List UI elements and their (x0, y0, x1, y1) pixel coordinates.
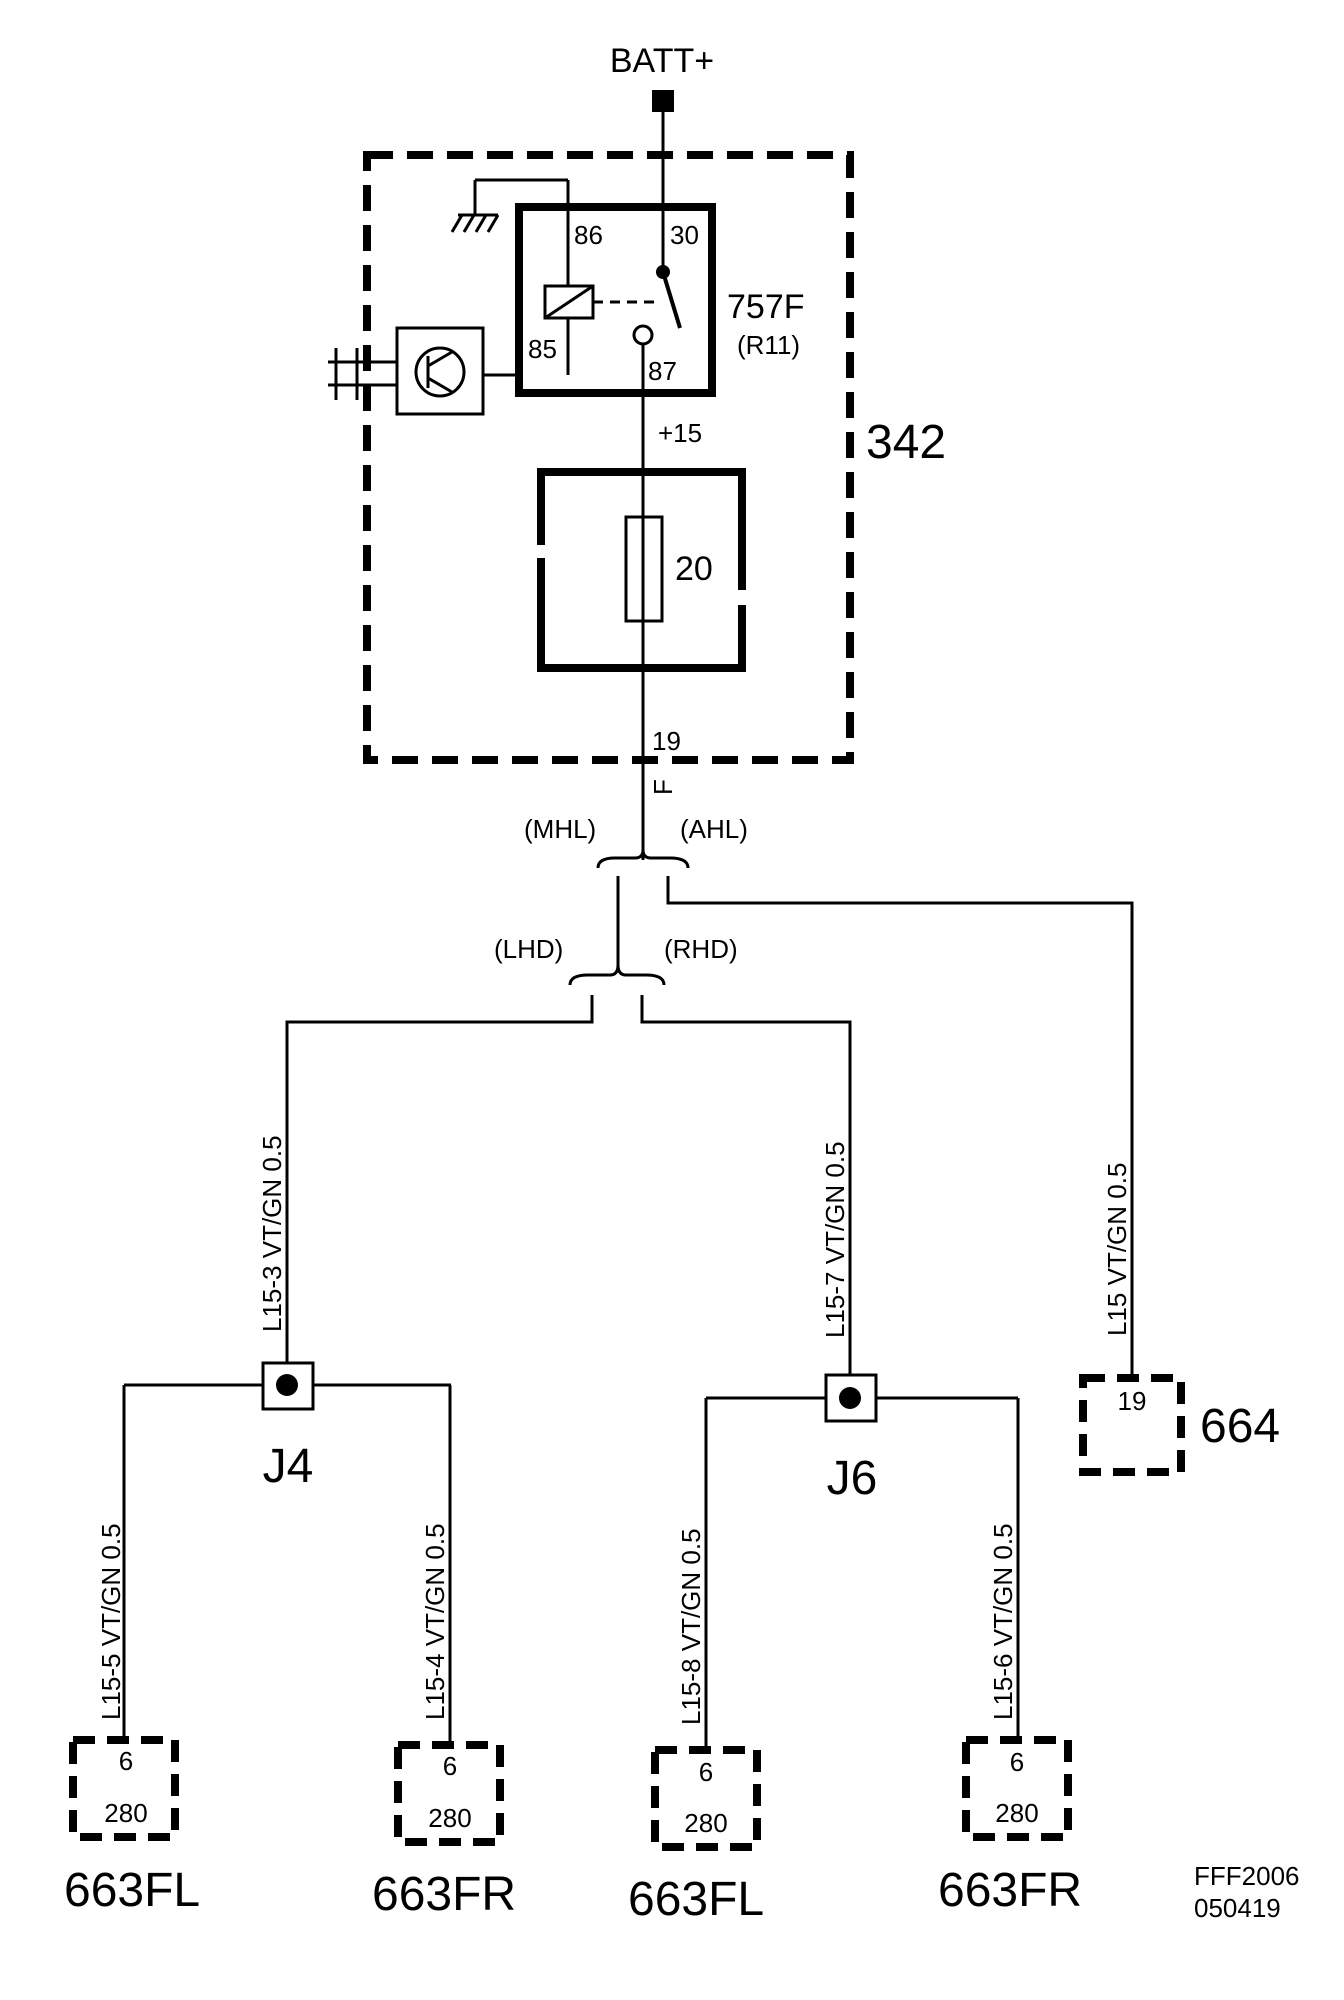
component-664-id: 664 (1200, 1400, 1280, 1453)
ground-icon (450, 213, 500, 233)
connector-2-id: 663FR (372, 1868, 516, 1921)
connector-2-code: 280 (428, 1803, 471, 1833)
drawing-ref-line1: FFF2006 (1194, 1861, 1300, 1891)
feed-label: +15 (658, 418, 702, 448)
connector-663fr-left (394, 1741, 504, 1846)
wire-label-l15-6: L15-6 VT/GN 0.5 (988, 1523, 1018, 1720)
relay-pin-30: 30 (670, 220, 699, 250)
wire-label-l15-5: L15-5 VT/GN 0.5 (96, 1523, 126, 1720)
ahl-branch-wire (666, 876, 1134, 1378)
connector-4-code: 280 (995, 1798, 1038, 1828)
wire-label-l15-4: L15-4 VT/GN 0.5 (420, 1523, 450, 1720)
wire-label-l15-7: L15-7 VT/GN 0.5 (820, 1141, 850, 1338)
relay-pin-86: 86 (574, 220, 603, 250)
relay-id: 757F (727, 288, 805, 326)
variant-lhd: (LHD) (494, 934, 563, 964)
output-pin-suffix: F (648, 779, 678, 795)
relay-ref: (R11) (737, 330, 800, 360)
relay-757f-box (515, 203, 716, 397)
j6-junction-dot (839, 1387, 861, 1409)
connector-4-id: 663FR (938, 1864, 1082, 1917)
connector-1-code: 280 (104, 1798, 147, 1828)
relay-pin-87: 87 (648, 356, 677, 386)
module-342-id: 342 (866, 416, 946, 469)
connector-1-pin: 6 (119, 1746, 133, 1776)
relay-switch-arm (661, 271, 682, 329)
relay-pin-85: 85 (528, 334, 557, 364)
batt-plus-terminal (652, 90, 674, 112)
connector-663fl-left (69, 1736, 179, 1841)
j6-label: J6 (827, 1452, 878, 1505)
connector-3-code: 280 (684, 1808, 727, 1838)
variant-ahl: (AHL) (680, 814, 748, 844)
j4-junction-dot (276, 1374, 298, 1396)
connector-663fr-right (962, 1736, 1072, 1841)
wire-label-l15: L15 VT/GN 0.5 (1102, 1163, 1132, 1336)
variant-bracket-lhd-rhd (568, 964, 666, 986)
driver-transistor-box (395, 326, 485, 416)
connector-1-id: 663FL (64, 1864, 200, 1917)
batt-plus-label: BATT+ (610, 42, 714, 80)
driver-input-wires (328, 348, 397, 400)
lhd-branch-wire (285, 995, 594, 1385)
component-664-pin: 19 (1118, 1386, 1147, 1416)
wire-label-l15-3: L15-3 VT/GN 0.5 (257, 1135, 287, 1332)
rhd-branch-wire (640, 995, 852, 1392)
transistor-icon (414, 346, 466, 398)
connector-3-pin: 6 (699, 1757, 713, 1787)
connector-3-id: 663FL (628, 1873, 764, 1926)
connector-663fl-right (651, 1746, 761, 1851)
fuse-rating: 20 (675, 550, 713, 588)
output-pin: 19 (652, 726, 681, 756)
variant-rhd: (RHD) (664, 934, 738, 964)
component-664-connector (1079, 1374, 1185, 1476)
module-342-boundary (363, 151, 854, 764)
relay-coil-diagonal (544, 284, 594, 320)
relay-contact-87 (632, 324, 654, 346)
variant-mhl: (MHL) (524, 814, 596, 844)
drawing-ref-line2: 050419 (1194, 1893, 1281, 1923)
variant-bracket-mhl-ahl (596, 849, 690, 869)
wire-label-l15-8: L15-8 VT/GN 0.5 (676, 1528, 706, 1725)
j4-label: J4 (263, 1440, 314, 1493)
connector-4-pin: 6 (1010, 1747, 1024, 1777)
connector-2-pin: 6 (443, 1751, 457, 1781)
